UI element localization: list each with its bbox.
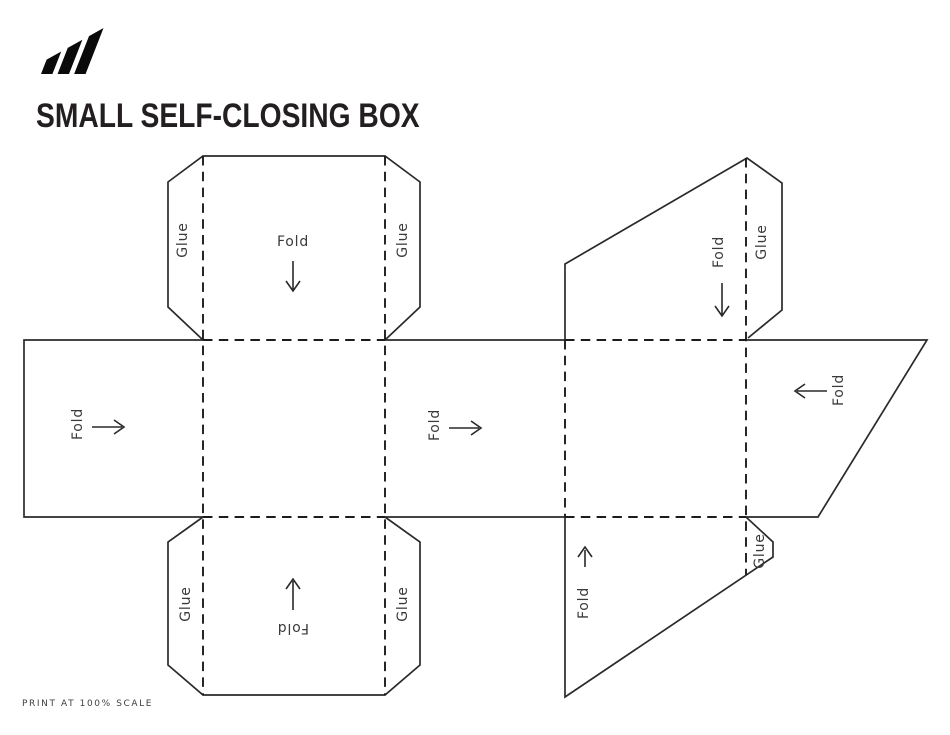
glue-label-top-lid-left: Glue [175, 222, 191, 258]
glue-label-bottom-right-flap: Glue [752, 533, 768, 569]
fold-arrow-down-icon [285, 261, 301, 293]
fold-arrow-up-icon [285, 577, 301, 610]
top-lid-outline [167, 155, 421, 341]
page-title: SMALL SELF-CLOSING BOX [36, 97, 420, 135]
fold-arrow-right-icon [92, 419, 126, 435]
fold-lines [202, 156, 747, 695]
top-right-flap-outline [564, 156, 783, 340]
fold-arrow-up-icon [577, 545, 593, 567]
fold-arrow-right-icon [449, 420, 483, 436]
logo-stripe-medium [57, 39, 83, 74]
fold-arrow-left-icon [793, 383, 827, 399]
bottom-right-flap-outline [564, 516, 774, 699]
fold-label-top-right-flap: Fold [711, 235, 727, 269]
adidas-logo [41, 28, 104, 74]
glue-label-top-right-flap: Glue [754, 224, 770, 260]
fold-arrow-down-icon [714, 283, 730, 318]
glue-label-top-lid-right: Glue [395, 222, 411, 258]
fold-label-top-lid: Fold [276, 234, 310, 250]
strip-left-outline [23, 339, 203, 518]
fold-label-middle-panel: Fold [427, 408, 443, 442]
fold-label-right-tuck-flap: Fold [831, 373, 847, 407]
fold-label-left-panel: Fold [70, 407, 86, 441]
glue-label-bottom-lid-right: Glue [395, 586, 411, 622]
glue-label-bottom-lid-left: Glue [178, 586, 194, 622]
logo-stripe-small [41, 51, 62, 74]
right-tuck-flap-outline [746, 339, 929, 518]
bottom-lid-outline [167, 516, 421, 696]
cut-lines [23, 155, 929, 699]
fold-arrows [92, 261, 827, 610]
fold-label-bottom-right-flap: Fold [576, 586, 592, 620]
fold-label-bottom-lid: Fold [276, 620, 310, 636]
logo-stripe-large [74, 28, 104, 74]
logo-stripes [41, 28, 104, 74]
print-scale-note: PRINT AT 100% SCALE [22, 699, 154, 709]
